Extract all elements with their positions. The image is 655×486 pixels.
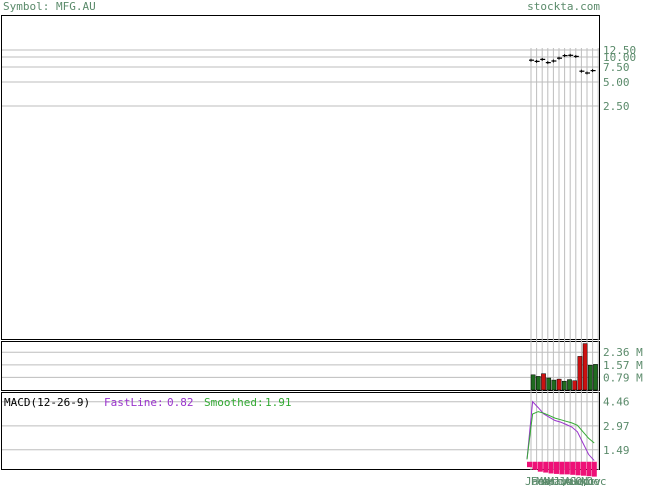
macd-histogram-bar xyxy=(554,461,559,474)
x-axis-label: Jul xyxy=(559,475,579,486)
volume-bar xyxy=(577,356,583,391)
macd-histogram-bar xyxy=(586,461,592,477)
smoothed-legend: Smoothed: xyxy=(204,396,264,409)
volume-bar xyxy=(587,364,593,391)
volume-bar xyxy=(535,376,541,391)
price-tick-label: 5.00 xyxy=(603,76,630,89)
volume-bar xyxy=(567,379,572,391)
macd-histogram-bar xyxy=(564,461,570,475)
x-axis-label: May xyxy=(547,475,567,486)
vertical-grid-lines xyxy=(530,48,599,470)
x-axis-label: Sep xyxy=(570,475,590,486)
price-panel xyxy=(1,15,600,340)
x-axis-label: Jan xyxy=(525,475,545,486)
volume-bar xyxy=(561,380,567,391)
x-axis-label: Mar xyxy=(536,475,556,486)
price-tick-label: 2.50 xyxy=(603,100,630,113)
macd-series xyxy=(526,400,597,477)
x-axis-label: Dec xyxy=(587,475,607,486)
symbol-label: Symbol: MFG.AU xyxy=(3,0,96,13)
price-tick-label: 10.00 xyxy=(603,51,636,64)
macd-tick-label: 1.49 xyxy=(603,444,630,457)
volume-bar xyxy=(572,380,578,391)
macd-histogram-bar xyxy=(591,461,597,477)
macd-histogram-bar xyxy=(537,461,543,472)
volume-bar xyxy=(530,374,536,391)
price-tick-label: 12.50 xyxy=(603,44,636,57)
x-axis-label: Nov xyxy=(581,475,601,486)
macd-histogram-bar xyxy=(559,461,565,475)
macd-title: MACD(12-26-9) xyxy=(4,396,90,409)
price-series xyxy=(529,53,596,75)
macd-series-fastline-line xyxy=(526,400,595,461)
macd-histogram-bar xyxy=(527,461,532,468)
macd-histogram-bar xyxy=(575,461,581,476)
x-axis-label: Feb xyxy=(531,475,551,486)
macd-tick-label: 4.46 xyxy=(603,396,630,409)
fastline-value: 0.82 xyxy=(167,396,194,409)
grid-lines xyxy=(2,49,599,451)
macd-histogram-bar xyxy=(548,461,554,474)
x-axis-label: Apr xyxy=(542,475,562,486)
volume-tick-label: 1.57 M xyxy=(603,359,643,372)
fastline-legend: FastLine: xyxy=(104,396,164,409)
macd-histogram-bar xyxy=(532,461,538,470)
macd-histogram-bar xyxy=(570,461,576,475)
macd-tick-label: 2.97 xyxy=(603,420,630,433)
x-axis-label: Oct xyxy=(575,475,595,486)
volume-bars xyxy=(530,343,598,391)
volume-panel xyxy=(1,341,600,391)
volume-bar xyxy=(593,364,598,391)
smoothed-value: 1.91 xyxy=(265,396,292,409)
x-axis-label: Jun xyxy=(553,475,573,486)
macd-histogram-bar xyxy=(581,461,586,476)
macd-histogram-bar xyxy=(543,461,549,473)
volume-bar xyxy=(551,379,557,391)
site-link[interactable]: stockta.com xyxy=(527,0,600,13)
volume-bar xyxy=(546,377,552,391)
price-tick-label: 7.50 xyxy=(603,61,630,74)
macd-series-smoothed-line xyxy=(526,411,595,460)
volume-bar xyxy=(556,378,562,391)
x-axis-label: Aug xyxy=(564,475,584,486)
volume-tick-label: 0.79 M xyxy=(603,371,643,384)
macd-panel xyxy=(1,392,600,470)
volume-bar xyxy=(541,373,546,391)
volume-bar xyxy=(582,343,588,391)
volume-tick-label: 2.36 M xyxy=(603,346,643,359)
